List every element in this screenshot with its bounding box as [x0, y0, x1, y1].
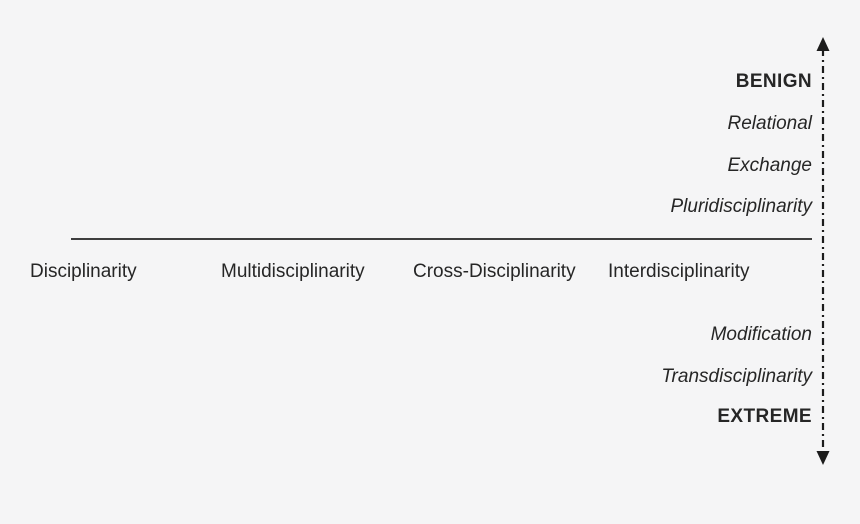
axis-label-disciplinarity: Disciplinarity	[30, 261, 137, 282]
modification-label: Modification	[710, 324, 812, 345]
vertical-double-arrow-icon	[816, 37, 830, 465]
axis-label-interdisciplinarity: Interdisciplinarity	[608, 261, 750, 282]
axis-label-cross-disciplinarity: Cross-Disciplinarity	[413, 261, 576, 282]
benign-endpoint-label: BENIGN	[735, 71, 812, 92]
exchange-label: Exchange	[727, 155, 812, 176]
pluridisciplinarity-label: Pluridisciplinarity	[670, 196, 813, 217]
axis-line	[71, 238, 812, 240]
axis-label-multidisciplinarity: Multidisciplinarity	[221, 261, 365, 282]
transdisciplinarity-label: Transdisciplinarity	[661, 366, 812, 387]
extreme-endpoint-label: EXTREME	[717, 406, 812, 427]
relational-label: Relational	[727, 113, 813, 134]
